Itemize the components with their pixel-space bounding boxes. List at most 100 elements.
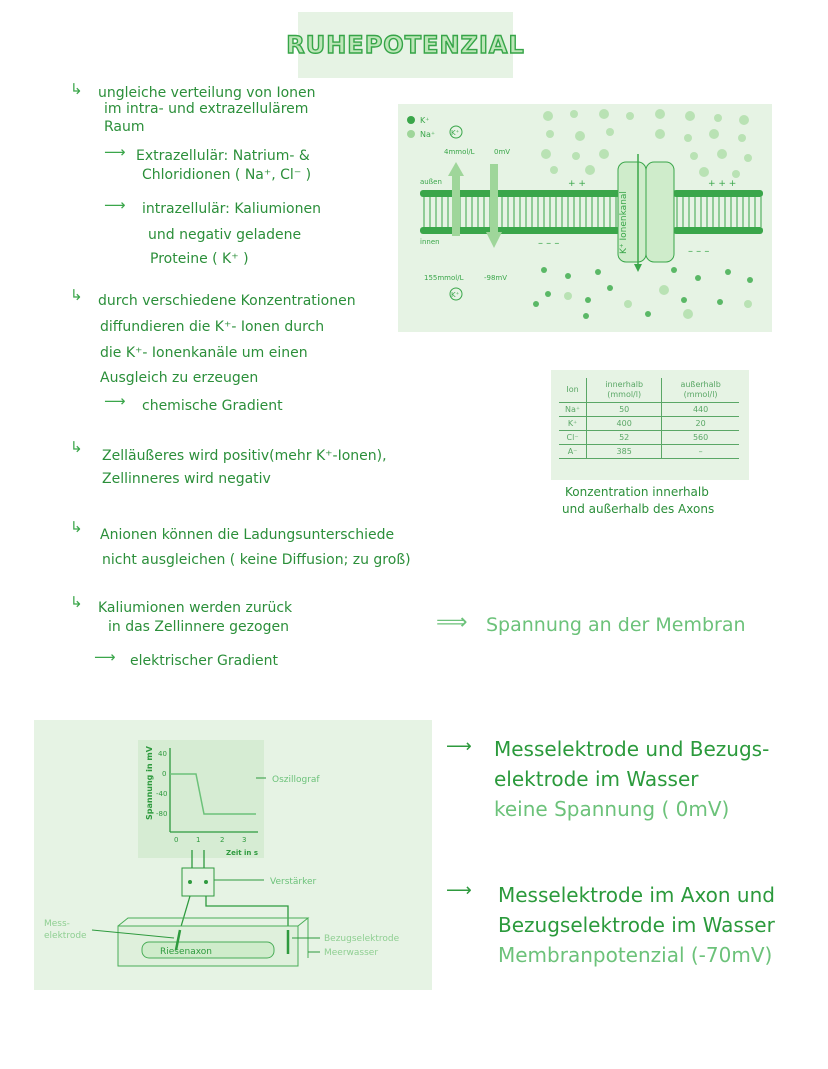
k-ion-label: K⁺: [451, 129, 460, 137]
plus-charges: + + +: [708, 179, 736, 189]
note-3-line-2: Zellinneres wird negativ: [102, 471, 271, 487]
note-1-sub-1-line-1: Extrazellulär: Natrium- &: [136, 148, 310, 164]
potential-trace: [170, 773, 256, 815]
ion-table-panel: Ion innerhalb (mmol/l) außerhalb (mmol/l…: [551, 370, 749, 480]
page-title: RUHEPOTENZIAL: [286, 30, 525, 59]
arrow-right-icon: ⟶: [104, 196, 126, 214]
table-row: K⁺ 400 20: [559, 416, 739, 431]
membrane-diagram: K⁺ Na⁺ K⁺ 4mmol/L 0mV außen innen: [398, 104, 772, 332]
membrane-bilayer: [420, 190, 763, 234]
y-tick: 40: [158, 750, 167, 758]
hook-arrow-icon: ↳: [70, 518, 83, 536]
measuring-electrode-label-1: Mess-: [44, 919, 70, 929]
ion-table: Ion innerhalb (mmol/l) außerhalb (mmol/l…: [559, 378, 739, 459]
note-4-line-1: Anionen können die Ladungsunterschiede: [100, 527, 395, 543]
seawater-label: Meerwasser: [324, 948, 378, 958]
channel-label: K⁺ Ionenkanal: [619, 191, 629, 254]
measuring-electrode: [174, 929, 182, 951]
volt-bottom: -98mV: [484, 274, 507, 282]
amplifier-label: Verstärker: [270, 877, 317, 887]
k-ion-label: K⁺: [451, 291, 460, 299]
table-caption-line-1: Konzentration innerhalb: [565, 485, 709, 499]
note-3-line-1: Zelläußeres wird positiv(mehr K⁺-Ionen),: [102, 448, 387, 464]
measurement-2-line-2: Bezugselektrode im Wasser: [498, 913, 775, 937]
measurement-2-line-3: Membranpotenzial (-70mV): [498, 943, 773, 967]
y-tick: 0: [162, 770, 166, 778]
arrow-right-icon: ⟶: [104, 143, 126, 161]
y-axis-label: Spannung in mV: [145, 745, 154, 820]
table-row: A⁻ 385 –: [559, 444, 739, 459]
measurement-1-line-2: elektrode im Wasser: [494, 767, 699, 791]
x-axis-label: Zeit in s: [226, 849, 258, 857]
label-aussen: außen: [420, 178, 442, 186]
k-ion-icon: [449, 287, 463, 301]
axon-label: Riesenaxon: [160, 947, 212, 957]
table-cell: 400: [586, 416, 663, 431]
table-header: außerhalb (mmol/l): [661, 378, 739, 403]
reference-electrode-label: Bezugselektrode: [324, 934, 400, 944]
x-tick: 2: [220, 836, 224, 844]
note-1-line-1: ungleiche verteilung von Ionen: [98, 85, 316, 101]
table-header: innerhalb (mmol/l): [586, 378, 663, 403]
measurement-1-line-1: Messelektrode und Bezugs-: [494, 737, 770, 761]
table-header: Ion: [559, 378, 588, 403]
double-arrow-icon: ⟹: [436, 610, 468, 635]
note-1-line-2: im intra- und extrazellulärem: [104, 101, 309, 117]
conc-top: 4mmol/L: [444, 148, 475, 156]
table-row: Na⁺ 50 440: [559, 402, 739, 417]
amplifier-box: [181, 867, 215, 897]
minus-charges: – – –: [538, 238, 559, 249]
measurement-diagram: Spannung in mV 40 0 -40 -80 0 1 2 3 Zeit…: [34, 720, 432, 990]
x-tick: 0: [174, 836, 178, 844]
measuring-electrode-label-2: elektrode: [44, 931, 87, 941]
table-cell: Na⁺: [559, 402, 588, 417]
giant-axon: [141, 941, 275, 959]
x-tick: 1: [196, 836, 200, 844]
note-1-sub-1-line-2: Chloridionen ( Na⁺, Cl⁻ ): [142, 167, 312, 183]
na-ions: [541, 109, 752, 319]
note-1-sub-2-line-3: Proteine ( K⁺ ): [150, 251, 249, 267]
k-legend-label: K⁺: [420, 116, 429, 125]
table-caption-line-2: und außerhalb des Axons: [562, 502, 715, 516]
table-cell: A⁻: [559, 444, 588, 459]
diffusion-arrow-up: [452, 174, 460, 236]
arrow-right-icon: ⟶: [446, 736, 472, 757]
label-innen: innen: [420, 238, 440, 246]
hook-arrow-icon: ↳: [70, 80, 83, 98]
note-1-sub-2-line-2: und negativ geladene: [148, 227, 302, 243]
k-ion-icon: [449, 125, 463, 139]
diffusion-arrow-down: [490, 164, 498, 234]
y-tick: -80: [156, 810, 167, 818]
table-cell: 52: [586, 430, 663, 445]
table-row: Cl⁻ 52 560: [559, 430, 739, 445]
seawater-tank: Riesenaxon: [117, 917, 310, 967]
note-5-line-1: Kaliumionen werden zurück: [98, 600, 293, 616]
arrow-right-icon: ⟶: [94, 648, 116, 666]
table-cell: 50: [586, 402, 663, 417]
measurement-svg: Spannung in mV 40 0 -40 -80 0 1 2 3 Zeit…: [44, 740, 400, 967]
title-box: RUHEPOTENZIAL: [286, 12, 524, 78]
volt-top: 0mV: [494, 148, 510, 156]
hook-arrow-icon: ↳: [70, 593, 83, 611]
membrane-svg: K⁺ Na⁺ K⁺ 4mmol/L 0mV außen innen: [407, 109, 763, 319]
table-cell: –: [661, 444, 739, 459]
k-legend-dot: [407, 116, 415, 124]
table-cell: 385: [586, 444, 663, 459]
note-1-line-3: Raum: [104, 119, 145, 135]
result-text: Spannung an der Membran: [486, 614, 746, 636]
note-2-line-2: diffundieren die K⁺- Ionen durch: [100, 319, 325, 335]
table-cell: Cl⁻: [559, 430, 588, 445]
conc-bottom: 155mmol/L: [424, 274, 464, 282]
minus-charges: – – –: [688, 246, 709, 257]
note-5-line-2: in das Zellinnere gezogen: [108, 619, 289, 635]
k-ions: [533, 267, 753, 319]
table-cell: 440: [661, 402, 739, 417]
na-legend-label: Na⁺: [420, 130, 435, 139]
note-2-line-1: durch verschiedene Konzentrationen: [98, 293, 356, 309]
na-legend-dot: [407, 130, 415, 138]
note-5-sub-1: elektrischer Gradient: [130, 653, 278, 669]
note-2-sub-1: chemische Gradient: [142, 398, 283, 414]
measurement-1-line-3: keine Spannung ( 0mV): [494, 797, 730, 821]
note-2-line-4: Ausgleich zu erzeugen: [100, 370, 259, 386]
plus-charges: + +: [568, 179, 586, 189]
